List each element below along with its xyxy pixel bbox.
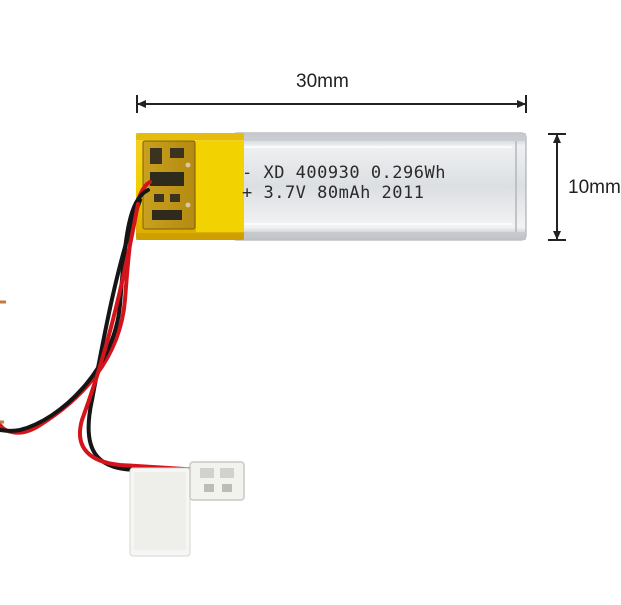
jst-connector [129, 461, 245, 557]
width-dimension-label: 30mm [296, 71, 349, 92]
battery-illustration [0, 95, 566, 557]
battery-label-line-2: + 3.7V 80mAh 2011 [242, 183, 425, 203]
battery-cell [231, 132, 527, 241]
height-dimension [548, 133, 566, 241]
black-wire [0, 188, 150, 433]
protection-board [142, 140, 196, 230]
battery-label-line-1: - XD 400930 0.296Wh [242, 163, 446, 183]
width-dimension [136, 95, 527, 113]
black-wire-to-connector [86, 198, 202, 476]
product-photo: 30mm 10mm - XD 400930 0.296Wh + 3.7V 80m… [0, 71, 621, 557]
red-wire-to-connector [78, 202, 202, 472]
height-dimension-label: 10mm [568, 177, 621, 198]
